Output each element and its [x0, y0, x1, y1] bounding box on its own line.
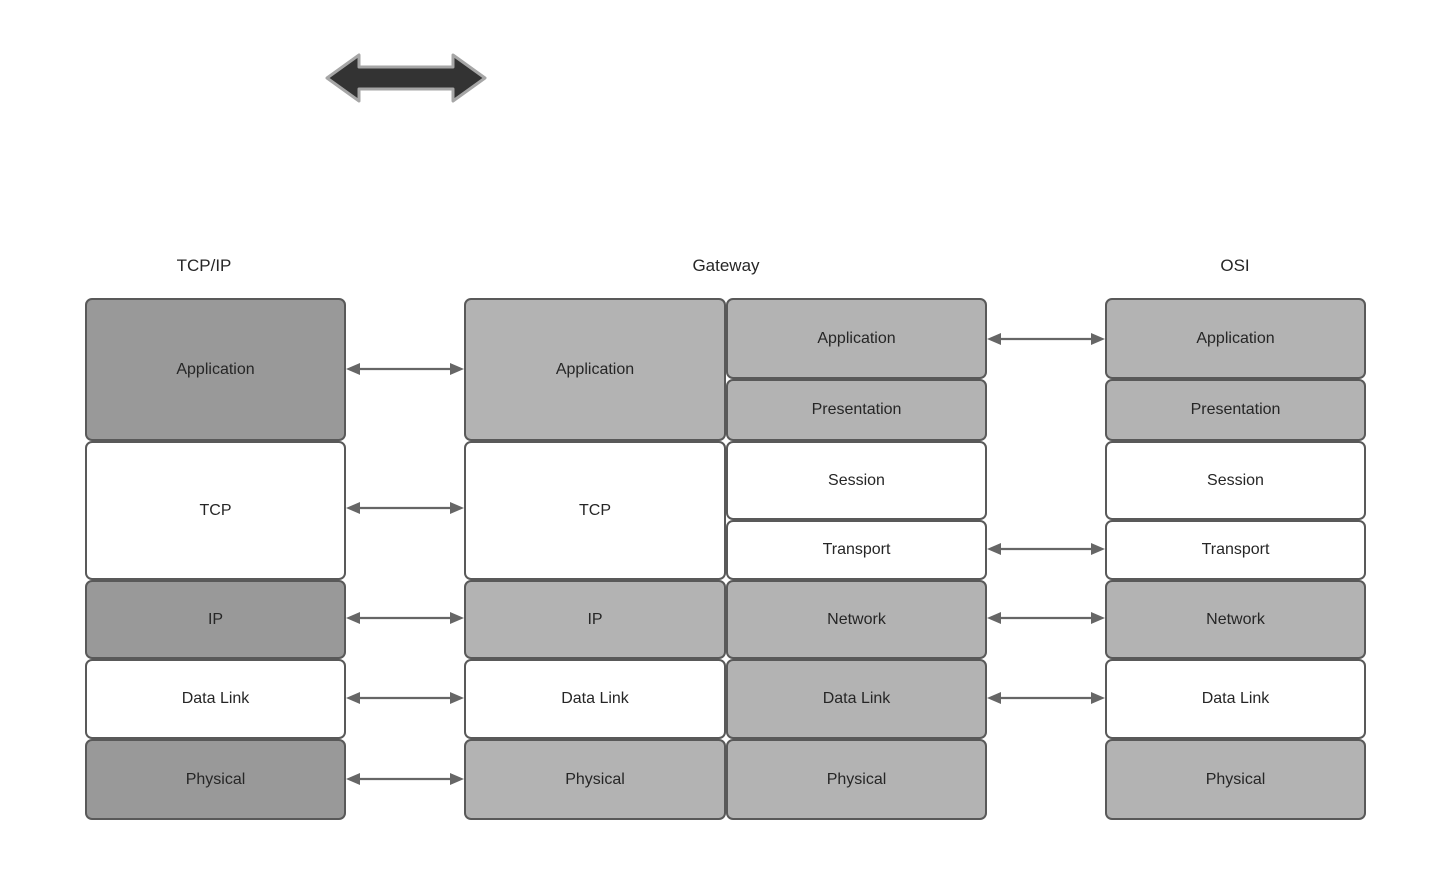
connector-arrow-tcpip-gateway-datalink: [346, 689, 464, 707]
layer-label: Transport: [1201, 541, 1270, 558]
layer-box-tcpip-layers-physical[interactable]: Physical: [85, 739, 346, 820]
layer-box-tcpip-layers-tcp[interactable]: TCP: [85, 441, 346, 580]
layer-label: Session: [828, 471, 885, 489]
layer-label: IP: [207, 610, 224, 628]
connector-arrow-gateway-osi-datalink: [987, 689, 1105, 707]
layer-label: Presentation: [811, 401, 902, 418]
connector-arrow-gateway-osi-network: [987, 609, 1105, 627]
layer-box-osi-layers-presentation[interactable]: Presentation: [1105, 379, 1366, 441]
layer-label: TCP: [199, 501, 232, 519]
layer-label: Data Link: [181, 690, 250, 707]
layer-box-gateway-osi-side-physical[interactable]: Physical: [726, 739, 987, 820]
layer-label: TCP: [579, 501, 611, 519]
layer-box-osi-layers-transport[interactable]: Transport: [1105, 520, 1366, 580]
layer-box-gateway-tcpip-side-application[interactable]: Application: [464, 298, 726, 441]
layer-label: Application: [555, 360, 635, 378]
layer-box-gateway-osi-side-network[interactable]: Network: [726, 580, 987, 659]
layer-box-osi-layers-data-link[interactable]: Data Link: [1105, 659, 1366, 739]
layer-label: Application: [817, 329, 896, 347]
layer-label: Network: [827, 610, 886, 628]
layer-box-gateway-osi-side-application[interactable]: Application: [726, 298, 987, 379]
connector-arrow-tcpip-gateway-application: [346, 360, 464, 378]
connector-arrow-tcpip-gateway-physical: [346, 770, 464, 788]
layer-box-gateway-osi-side-transport[interactable]: Transport: [726, 520, 987, 580]
layer-box-gateway-osi-side-presentation[interactable]: Presentation: [726, 379, 987, 441]
connector-arrow-tcpip-gateway-tcp: [346, 499, 464, 517]
layer-label: Transport: [822, 541, 891, 558]
layer-label: Physical: [1205, 770, 1266, 788]
layer-box-tcpip-layers-ip[interactable]: IP: [85, 580, 346, 659]
connector-arrow-gateway-osi-application: [987, 330, 1105, 348]
layer-box-gateway-osi-side-data-link[interactable]: Data Link: [726, 659, 987, 739]
layer-label: IP: [587, 610, 603, 628]
layer-label: Physical: [565, 770, 625, 788]
bidirectional-arrow-icon: [325, 53, 487, 103]
layer-label: Data Link: [1201, 690, 1270, 707]
layer-box-osi-layers-physical[interactable]: Physical: [1105, 739, 1366, 820]
layer-box-osi-layers-application[interactable]: Application: [1105, 298, 1366, 379]
layer-label: Presentation: [1190, 401, 1281, 418]
connector-arrow-tcpip-gateway-ip: [346, 609, 464, 627]
layer-box-gateway-tcpip-side-data-link[interactable]: Data Link: [464, 659, 726, 739]
layer-box-gateway-tcpip-side-ip[interactable]: IP: [464, 580, 726, 659]
layer-box-gateway-osi-side-session[interactable]: Session: [726, 441, 987, 520]
layer-label: Application: [176, 360, 255, 378]
layer-box-osi-layers-network[interactable]: Network: [1105, 580, 1366, 659]
layer-box-gateway-tcpip-side-tcp[interactable]: TCP: [464, 441, 726, 580]
layer-box-tcpip-layers-data-link[interactable]: Data Link: [85, 659, 346, 739]
layer-box-gateway-tcpip-side-physical[interactable]: Physical: [464, 739, 726, 820]
connector-arrow-gateway-osi-transport: [987, 540, 1105, 558]
layer-label: Network: [1206, 610, 1265, 628]
layer-label: Physical: [826, 770, 887, 788]
layer-label: Data Link: [561, 690, 629, 707]
column-title-gateway: Gateway: [692, 256, 760, 275]
layer-label: Physical: [185, 770, 246, 788]
column-title-osi: OSI: [1220, 256, 1250, 275]
column-title-tcpip: TCP/IP: [176, 256, 232, 275]
layer-box-osi-layers-session[interactable]: Session: [1105, 441, 1366, 520]
layer-label: Application: [1196, 329, 1275, 347]
layer-label: Data Link: [822, 690, 891, 707]
layer-label: Session: [1207, 471, 1264, 489]
layer-box-tcpip-layers-application[interactable]: Application: [85, 298, 346, 441]
